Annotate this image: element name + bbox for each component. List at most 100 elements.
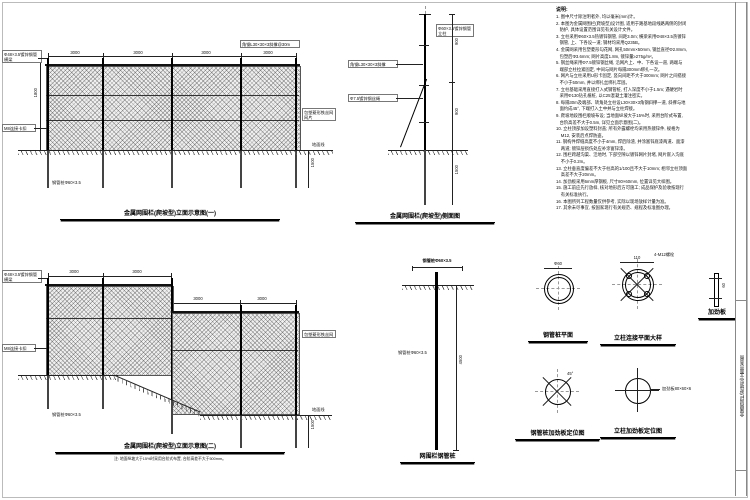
dim-line [452,150,453,205]
dim-line [620,262,654,263]
ground-line [18,149,333,151]
note-line: 15. 施工前应先行放样, 核对地形后方可施工; 成品保护及验收按现行 [556,185,684,191]
rope-label: Φ7.5镀锌钢丝绳 [348,94,398,102]
rope-anchor [419,85,429,86]
dim-tick [449,14,455,15]
dim-embed: 1500 [454,165,459,175]
note-line: 7. 立柱基础采用直接打入式钢管桩, 打入深度不小于1.5m; 遇硬岩时 [556,86,683,92]
mesh-panel [46,286,174,376]
wire-rope [172,350,298,351]
top-rail [45,284,173,286]
leader-line [38,58,47,59]
dim-span: 3000 [69,269,79,274]
dim-tick [296,300,297,305]
fence-post [102,278,104,375]
ground-line [200,414,332,416]
dim-tick [48,273,49,278]
dim-height: 1800 [33,88,38,98]
dim-diameter: Φ60 [554,261,562,266]
note-line: 8. 每隔30m及端部、转角处立柱设L30×30×3角钢斜撑一道, 斜撑与地 [556,99,686,105]
ground-hatch [200,415,332,420]
dim-tick [241,53,242,58]
pile-side-label: 钢管桩Φ60×3.5 [398,350,427,355]
embedded-pile [240,150,242,188]
fence-post [102,58,104,150]
note-line: M12, 安装后点焊防盗。 [556,132,606,138]
ground-hatch [402,285,474,290]
ground-hatch [388,150,468,155]
beam-label: Φ48×3.5镀锌钢管横梁 [2,50,42,63]
fence-post [424,14,426,150]
bolt-hole [626,273,632,279]
dim-tick [462,266,463,271]
note-line: 两道; 镀锌层损伤处应补涂富锌漆。 [556,145,628,151]
pipe-outer-circle [544,274,574,304]
dim-tick [172,53,173,58]
ground-hatch [18,150,333,155]
plate-label: 加劲板80×60×6 [662,386,692,391]
flange-line [709,278,722,279]
pipe-circle [545,379,571,405]
clip-label: M8连接卡扣 [2,344,36,352]
dim-span: 3000 [257,296,267,301]
title-strip-line [735,2,736,496]
embedded-pile [424,150,426,205]
leader-line [650,389,660,390]
ground-label: 地面线 [312,142,325,147]
dim-tick [240,300,241,305]
leader-line [396,64,423,65]
note-line: 钢管, 上、下各设一道; 钢材均采用Q235B。 [556,40,643,46]
top-rail [171,311,299,313]
pile-top-label: 钢管桩Φ60×3.5 [422,258,452,263]
mesh-label: 包塑菱形铁丝网网片 [302,108,336,121]
note-line: 9. 爬坡地段围栏顺坡布设; 当地面纵坡大于15%时, 采用台阶式布置, [556,112,683,118]
brace-label: 角钢L30×30×3斜撑@30m [240,40,300,48]
brace-label: 角钢L30×30×3斜撑 [348,60,398,68]
leader-line [34,128,47,129]
dim-line [308,150,309,188]
note-line: 不小于0.2m。 [556,159,588,165]
embedded-pile [295,150,297,188]
notes-block: 说明: 1. 图中尺寸除注明者外, 均以毫米(mm)计。2. 本图为金属网围栏(… [556,6,746,248]
note-line: 4. 金属网采用包塑菱形勾花网, 网孔50mm×50mm, 钢丝直径Φ2.8mm… [556,46,688,52]
embedded-pile [240,415,242,448]
pile-label: 钢管桩Φ60×3.5 [52,412,81,417]
note-line: 5. 钢丝绳采用Φ7.5镀锌钢丝绳, 沿网片上、中、下各设一道, 两端与 [556,60,683,66]
note-line: 1. 图中尺寸除注明者外, 均以毫米(mm)计。 [556,14,638,19]
dim-embed: 4500 [458,355,463,365]
dim-span: 3000 [132,269,142,274]
ground-line [402,284,474,286]
pile-detail-caption: 网围栏钢管桩 [400,454,475,463]
wire-rope [46,318,172,319]
ground-hatch [18,375,118,380]
dim-tick [103,53,104,58]
embedded-pile [171,400,173,434]
dim-tick [449,82,455,83]
dim-span: 3000 [193,296,203,301]
pile-label: 钢管桩Φ60×3.5 [52,180,81,185]
dim-seg-upper: 900 [454,38,459,45]
leader-line [396,98,423,99]
dim-line [171,303,297,304]
note-line: 包塑后Φ3.6mm; 网片高度1.8m, 镀锌量≥275g/m²。 [556,53,656,59]
flange-outer-circle [622,269,654,301]
note-line: 采用Φ130钻孔植桩, 以C25混凝土灌注密实。 [556,93,645,99]
dim-line [308,415,309,448]
stiffener-line [636,368,638,412]
fence-post [295,305,297,415]
flange-inner-circle [625,272,651,298]
bolt-hole [644,273,650,279]
dim-tick [412,266,413,271]
note-line: 10. 立柱顶部加设塑料封盖; 所有外露螺栓均采用热镀锌件, 规格为 [556,126,680,132]
dim-value: 60 [721,283,726,288]
d1-caption: 钢管桩平面 [528,333,588,342]
dim-line [544,268,572,269]
elevation-1-caption: 金属网围栏(爬坡型)立面示意图(一) [60,211,280,220]
d5-caption: 立柱加劲板定位图 [600,429,676,438]
d3-caption: 加劲板 [698,310,736,319]
dim-seg-lower: 900 [454,108,459,115]
dim-value: 110 [633,255,641,260]
dim-embed: 1500 [310,158,315,168]
